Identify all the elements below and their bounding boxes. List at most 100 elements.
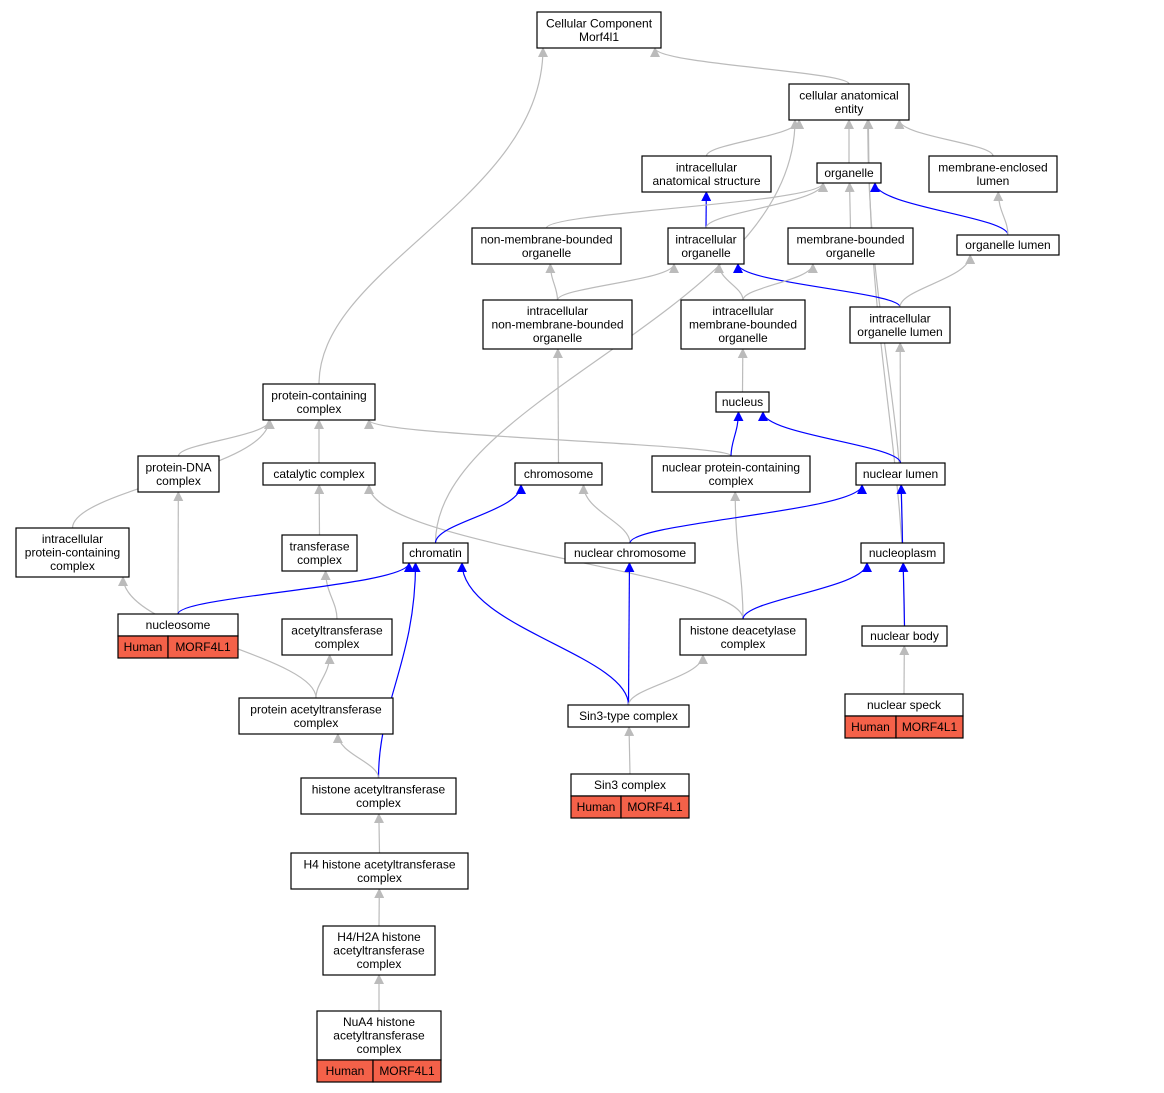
edges-layer bbox=[71, 47, 1009, 1011]
node-label-line: complex bbox=[50, 559, 95, 573]
node-label-line: nuclear body bbox=[870, 629, 939, 643]
node-label-line: H4 histone acetyltransferase bbox=[303, 857, 455, 871]
node-label-line: membrane-bounded bbox=[796, 232, 904, 246]
edge-npcc-to-pcc bbox=[364, 419, 732, 457]
node-box bbox=[860, 542, 945, 564]
node-nlumen[interactable]: nuclear lumen bbox=[855, 462, 946, 486]
node-inmbo[interactable]: intracellularnon-membrane-boundedorganel… bbox=[482, 299, 633, 350]
edge-acetc-to-transc bbox=[320, 570, 338, 620]
node-label-line: complex bbox=[156, 474, 201, 488]
species-label: Human bbox=[577, 800, 616, 814]
gene-badge[interactable] bbox=[620, 795, 690, 819]
gene-label: MORF4L1 bbox=[627, 800, 683, 814]
node-label-line: entity bbox=[835, 102, 864, 116]
node-nua4[interactable]: NuA4 histoneacetyltransferasecomplexHuma… bbox=[316, 1010, 442, 1083]
node-label-line: cellular anatomical bbox=[799, 88, 898, 102]
node-label-line: complex bbox=[356, 796, 401, 810]
node-chromosome[interactable]: chromosome bbox=[514, 462, 603, 486]
node-catc[interactable]: catalytic complex bbox=[262, 462, 376, 486]
edge-io-to-organelle bbox=[705, 182, 828, 229]
edge-hac-to-pac bbox=[332, 733, 380, 779]
node-box bbox=[928, 155, 1058, 193]
gene-badge[interactable] bbox=[895, 715, 964, 739]
node-label-line: nuclear protein-containing bbox=[662, 460, 800, 474]
node-box bbox=[15, 527, 130, 578]
node-nucleoplasm[interactable]: nucleoplasm bbox=[860, 542, 945, 564]
edge-ias-to-cae bbox=[705, 119, 805, 157]
node-label-line: Sin3 complex bbox=[594, 778, 666, 792]
node-label-line: organelle bbox=[681, 246, 731, 260]
node-label-line: intracellular bbox=[527, 304, 588, 318]
edge-pac-to-acetc bbox=[315, 654, 335, 699]
edge-pdna-to-pcc bbox=[177, 419, 275, 457]
node-label-line: protein-containing bbox=[25, 546, 120, 560]
edge-pcc-to-root bbox=[318, 47, 548, 385]
gene-badge[interactable] bbox=[372, 1059, 442, 1083]
gene-label: MORF4L1 bbox=[379, 1064, 435, 1078]
node-nbody[interactable]: nuclear body bbox=[861, 625, 948, 647]
node-label-line: acetyltransferase bbox=[291, 623, 383, 637]
edge-ol-to-organelle bbox=[870, 182, 1009, 236]
node-nucleus[interactable]: nucleus bbox=[715, 391, 770, 413]
node-box bbox=[651, 455, 811, 493]
node-label-line: complex bbox=[357, 871, 402, 885]
node-nchrom[interactable]: nuclear chromosome bbox=[564, 542, 696, 564]
edge-hdac-to-nucleoplasm bbox=[742, 562, 872, 620]
node-label-line: H4/H2A histone bbox=[337, 930, 421, 944]
node-label-line: acetyltransferase bbox=[333, 944, 425, 958]
node-label-line: protein-DNA bbox=[145, 460, 211, 474]
node-box bbox=[787, 227, 914, 265]
node-label-line: lumen bbox=[977, 174, 1010, 188]
edge-sin3t-to-nchrom bbox=[624, 562, 635, 706]
species-label: Human bbox=[124, 640, 163, 654]
node-box bbox=[281, 534, 358, 572]
edge-nbody-to-nucleoplasm bbox=[898, 562, 909, 627]
node-ol[interactable]: organelle lumen bbox=[956, 234, 1060, 256]
species-label: Human bbox=[851, 720, 890, 734]
node-label-line: nuclear lumen bbox=[863, 467, 938, 481]
node-sin3t[interactable]: Sin3-type complex bbox=[567, 704, 690, 728]
node-box bbox=[679, 618, 807, 656]
node-label-line: intracellular bbox=[675, 232, 736, 246]
node-box bbox=[316, 1010, 442, 1061]
node-chromatin[interactable]: chromatin bbox=[402, 542, 469, 564]
node-box bbox=[855, 462, 946, 486]
node-label-line: organelle bbox=[533, 331, 583, 345]
node-label-line: complex bbox=[315, 637, 360, 651]
node-label-line: transferase bbox=[289, 539, 349, 553]
gene-badge[interactable] bbox=[167, 635, 239, 659]
node-label-line: chromosome bbox=[524, 467, 594, 481]
node-label-line: non-membrane-bounded bbox=[480, 232, 612, 246]
node-label-line: complex bbox=[294, 716, 339, 730]
node-box bbox=[402, 542, 469, 564]
node-label-line: organelle lumen bbox=[857, 325, 942, 339]
node-label-line: chromatin bbox=[409, 546, 462, 560]
node-label-line: complex bbox=[721, 637, 766, 651]
node-organelle[interactable]: organelle bbox=[816, 162, 882, 184]
node-box bbox=[641, 155, 772, 193]
